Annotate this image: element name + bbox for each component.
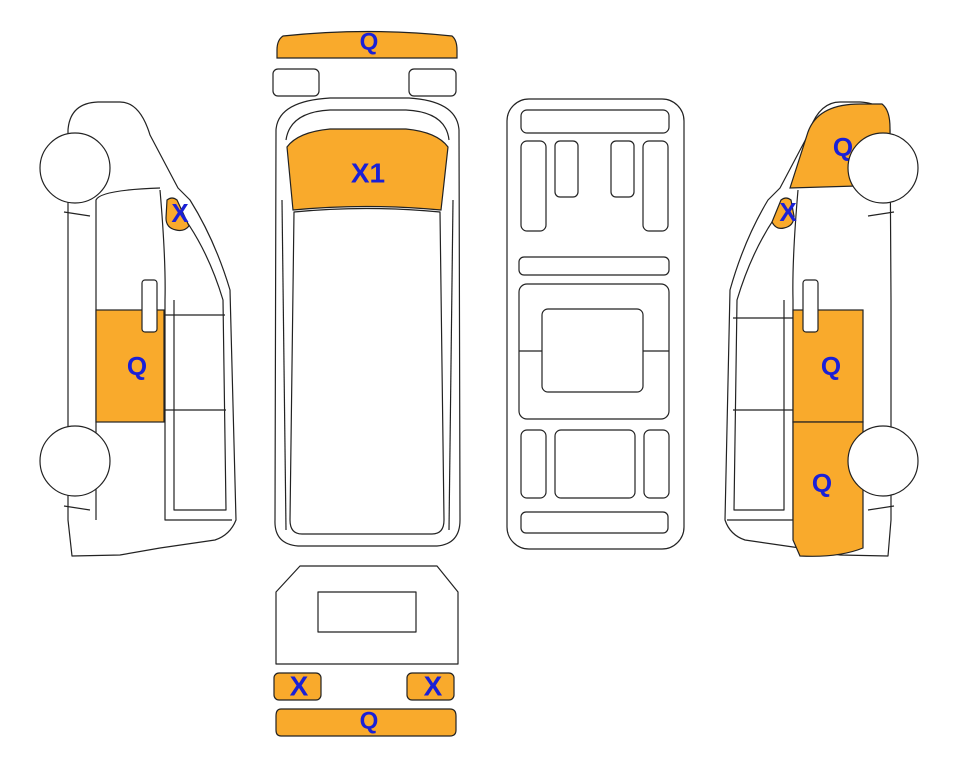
roof-panel [289, 207, 445, 535]
top-left-rail [281, 199, 287, 531]
rear-light-left [272, 68, 320, 97]
left-mirror[interactable] [165, 197, 190, 232]
left-side-view: Q X [39, 101, 237, 557]
rear-view: Q [272, 29, 458, 97]
underside-rear-b [554, 429, 636, 499]
left-wheel-front [39, 132, 111, 204]
underside-rear-c [643, 429, 670, 499]
left-sill-b [63, 505, 91, 511]
right-handle [802, 279, 819, 333]
right-mirror[interactable] [771, 197, 795, 229]
left-door-label: Q [127, 351, 147, 381]
underside-seat-d [642, 140, 669, 232]
left-handle [141, 279, 158, 333]
right-window-frame [727, 189, 799, 521]
underside-front-bar [520, 109, 670, 134]
right-sill-b [867, 505, 895, 511]
right-side-view: Q Q Q X [724, 101, 919, 557]
underside-view [506, 98, 685, 550]
top-view: X1 [274, 97, 461, 547]
left-window-frame [159, 189, 232, 521]
left-mirror-label: X [171, 198, 189, 228]
right-wheel-rear [847, 425, 919, 497]
right-sill-a [867, 211, 895, 217]
front-bumper-label: Q [360, 708, 379, 735]
left-wheel-rear [39, 425, 111, 497]
underside-rear-a [520, 429, 547, 499]
underside-center-panel [541, 308, 644, 393]
front-bumper[interactable] [275, 708, 457, 737]
right-rear-panel-label: Q [812, 468, 832, 498]
right-rear-panel[interactable] [792, 421, 864, 557]
left-body-rear [95, 187, 161, 520]
right-wheel-front [847, 132, 919, 204]
front-view: X X Q [273, 565, 459, 737]
rear-bumper[interactable] [276, 30, 458, 59]
windshield[interactable] [286, 128, 449, 211]
right-mirror-label: X [779, 197, 797, 227]
right-front-fender-label: Q [833, 132, 853, 162]
headlight-left-label: X [290, 671, 309, 702]
left-sill-a [63, 211, 91, 217]
windshield-label: X1 [351, 158, 385, 189]
headlight-right[interactable] [406, 672, 455, 701]
front-grille [317, 591, 417, 633]
top-hood-line [285, 109, 450, 141]
underside-rear-bar [520, 511, 669, 534]
rear-bumper-label: Q [360, 29, 379, 56]
underside-seat-a [520, 140, 547, 232]
underside-seat-b [554, 140, 579, 198]
headlight-right-label: X [424, 671, 443, 702]
rear-light-right [408, 68, 457, 97]
underside-seat-c [610, 140, 635, 198]
headlight-left[interactable] [273, 672, 322, 701]
underside-mid-bar [518, 256, 670, 276]
right-door-label: Q [821, 351, 841, 381]
top-right-rail [448, 199, 454, 531]
